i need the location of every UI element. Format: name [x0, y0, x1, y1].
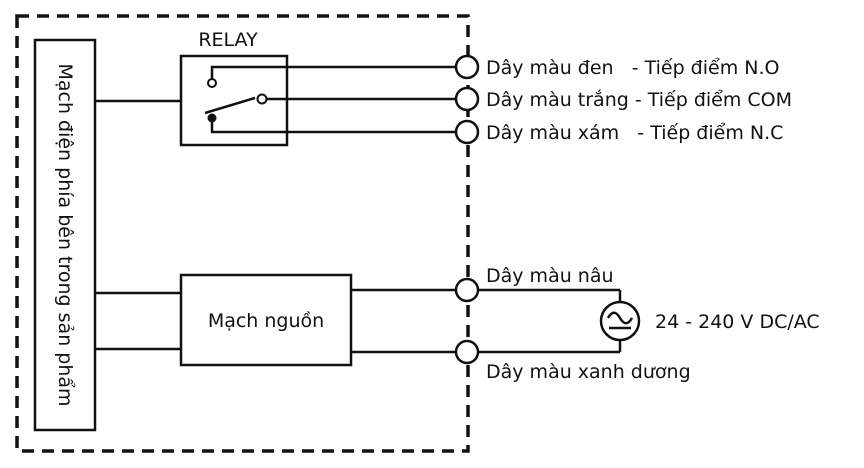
terminal-blue-label: Dây màu xanh dương — [486, 361, 691, 383]
terminal-no — [454, 54, 480, 80]
terminal-com-label: Dây màu trắng - Tiếp điểm COM — [486, 88, 792, 111]
inner-circuit-label: Mạch điện phía bên trong sản phẩm — [54, 63, 76, 406]
relay-nc-contact — [207, 113, 217, 123]
terminal-nc-label: Dây màu xám - Tiếp điểm N.C — [486, 122, 783, 144]
power-circuit-label: Mạch nguồn — [208, 310, 324, 332]
terminal-brown — [454, 277, 480, 303]
relay-label: RELAY — [198, 29, 258, 51]
relay-nc-wire — [210, 122, 287, 134]
supply-voltage-label: 24 - 240 V DC/AC — [655, 311, 820, 333]
relay-switch-arm — [204, 96, 256, 115]
power-circuit-box — [179, 273, 353, 367]
inner-circuit-box — [33, 38, 97, 432]
terminal-no-label: Dây màu đen - Tiếp điểm N.O — [486, 57, 779, 79]
relay-no-contact — [207, 78, 217, 88]
terminal-nc — [454, 119, 480, 145]
terminal-blue — [454, 339, 480, 365]
ac-source-icon — [599, 300, 641, 342]
relay-com-contact — [256, 93, 268, 105]
product-boundary — [15, 14, 470, 453]
terminal-com — [454, 86, 480, 112]
relay-no-wire — [210, 65, 287, 79]
terminal-brown-label: Dây màu nâu — [486, 265, 614, 287]
